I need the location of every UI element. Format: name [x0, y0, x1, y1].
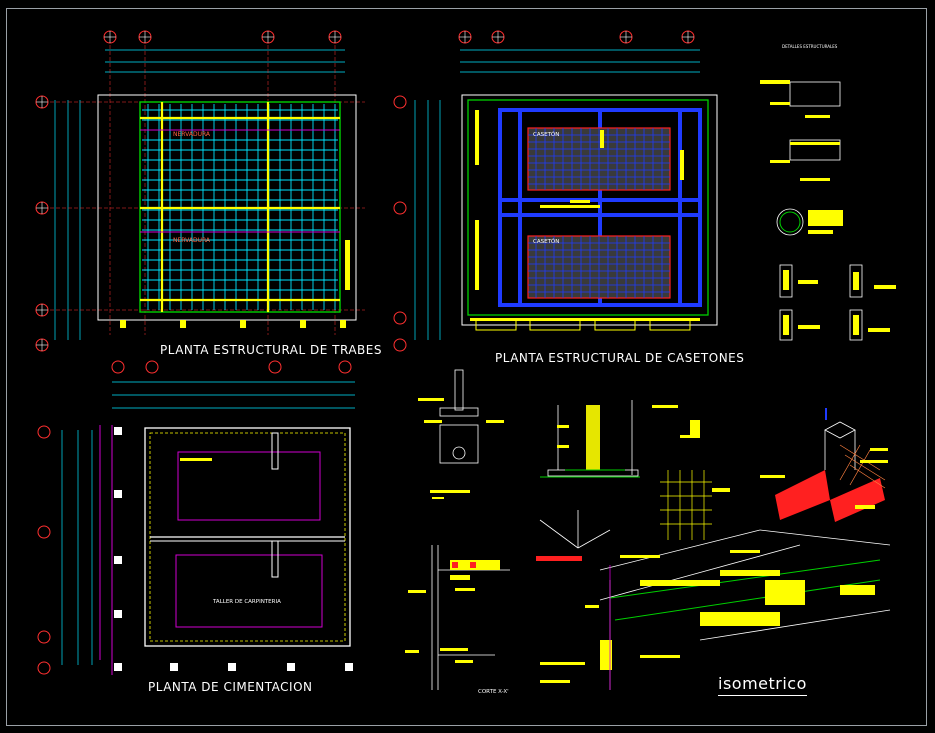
trabes-tag-2: NERVADURA: [173, 237, 211, 244]
plan-trabes: NERVADURA NERVADURA: [35, 30, 365, 352]
casetones-tag-2: CASETÓN: [533, 238, 559, 245]
title-isometrico: isometrico: [718, 674, 807, 696]
title-planta-trabes: PLANTA ESTRUCTURAL DE TRABES: [160, 343, 382, 357]
trabes-tag-1: NERVADURA: [173, 131, 211, 138]
title-planta-casetones: PLANTA ESTRUCTURAL DE CASETONES: [495, 351, 745, 365]
drawing-frame: [6, 8, 927, 726]
casetones-tag-1: CASETÓN: [533, 131, 559, 138]
corte-title: CORTE X-X': [478, 689, 509, 695]
title-planta-cimentacion: PLANTA DE CIMENTACION: [148, 680, 313, 694]
plan-cimentacion: TALLER DE CARPINTERIA: [37, 360, 355, 675]
section-details: CORTE X-X': [405, 369, 730, 695]
details-panel: DETALLES ESTRUCTURALES: [760, 44, 896, 341]
isometric-view: [540, 408, 891, 690]
plan-casetones: CASETÓN CASETÓN: [393, 30, 718, 352]
cimentacion-room-label: TALLER DE CARPINTERIA: [212, 599, 281, 605]
details-title: DETALLES ESTRUCTURALES: [782, 44, 838, 49]
